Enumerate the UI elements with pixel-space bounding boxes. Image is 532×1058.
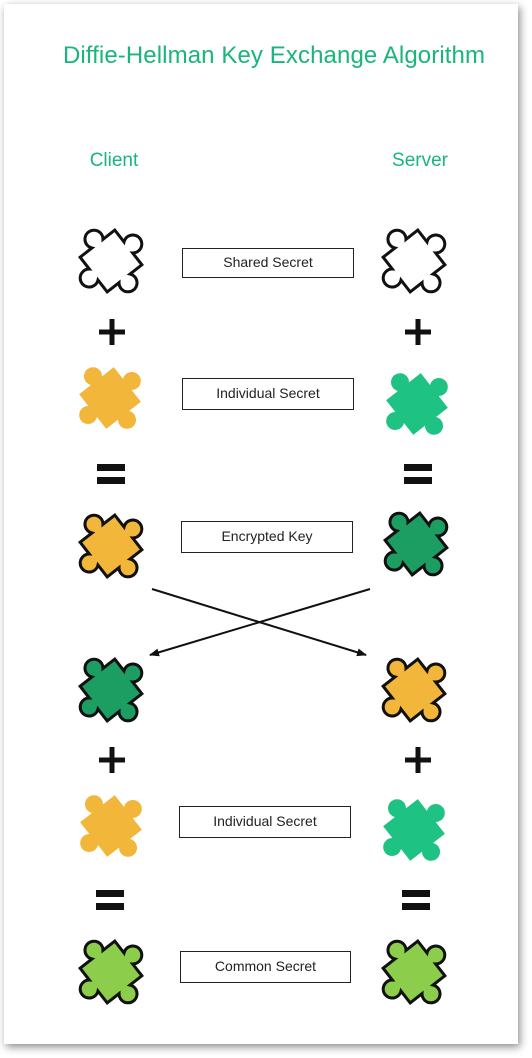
client-heading: Client <box>89 150 139 171</box>
individual-secret-label-1: Individual Secret <box>182 378 354 410</box>
client-received-piece-icon <box>58 637 164 743</box>
server-individual-piece-icon-2 <box>362 778 466 882</box>
client-plus-icon-1 <box>99 319 125 345</box>
client-plus-icon-2 <box>99 747 125 773</box>
shared-secret-label: Shared Secret <box>182 248 354 278</box>
exchange-diagram <box>58 208 469 1025</box>
client-individual-piece-icon <box>58 346 162 450</box>
common-secret-label: Common Secret <box>180 951 351 983</box>
client-individual-piece-icon-2 <box>59 774 163 878</box>
individual-secret-label-2: Individual Secret <box>179 806 351 838</box>
diagram-title: Diffie-Hellman Key Exchange Algorithm <box>62 42 486 69</box>
client-common-piece-icon <box>58 919 164 1025</box>
server-received-piece-icon <box>361 637 467 743</box>
client-equals-icon-1 <box>97 464 125 484</box>
encrypted-key-label: Encrypted Key <box>181 521 353 553</box>
server-to-client-arrow-icon <box>149 588 371 657</box>
server-common-piece-icon <box>361 919 467 1025</box>
server-individual-piece-icon <box>365 352 469 456</box>
server-plus-icon-2 <box>405 747 431 773</box>
server-plus-icon-1 <box>405 319 431 345</box>
diagram-card: Diffie-Hellman Key Exchange Algorithm Cl… <box>4 4 518 1044</box>
server-heading: Server <box>392 150 448 171</box>
server-equals-icon-2 <box>402 890 430 910</box>
client-shared-piece-icon <box>58 208 164 314</box>
client-equals-icon-2 <box>96 890 124 910</box>
server-encrypted-piece-icon <box>363 491 469 597</box>
server-equals-icon-1 <box>404 464 432 484</box>
server-shared-piece-icon <box>361 208 467 314</box>
client-encrypted-piece-icon <box>58 493 164 599</box>
